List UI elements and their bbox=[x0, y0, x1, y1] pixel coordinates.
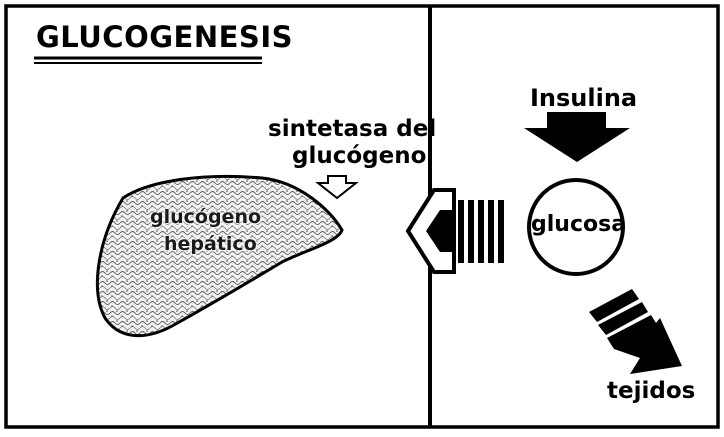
enzyme-arrow-icon bbox=[318, 176, 356, 198]
liver-label-line1: glucógeno bbox=[150, 206, 261, 228]
insulin-label: Insulina bbox=[530, 84, 637, 112]
tissues-arrow-icon bbox=[589, 289, 682, 374]
glucose-label: glucosa bbox=[531, 212, 626, 237]
diagram-title: GLUCOGENESIS bbox=[36, 20, 293, 54]
enzyme-label-line2: glucógeno bbox=[292, 143, 426, 169]
enzyme-label-line1: sintetasa del bbox=[268, 116, 436, 142]
uptake-arrow-stripe-2 bbox=[468, 200, 474, 263]
uptake-arrow-stripe-3 bbox=[478, 200, 484, 263]
tissues-label: tejidos bbox=[607, 378, 695, 404]
liver-label-line2: hepático bbox=[164, 233, 257, 255]
insulin-arrow-icon bbox=[524, 112, 630, 162]
uptake-arrow-stripe-5 bbox=[498, 200, 504, 263]
uptake-arrow-stripe-1 bbox=[458, 200, 464, 263]
liver-shape bbox=[97, 176, 342, 335]
uptake-arrow-stripe-4 bbox=[488, 200, 494, 263]
